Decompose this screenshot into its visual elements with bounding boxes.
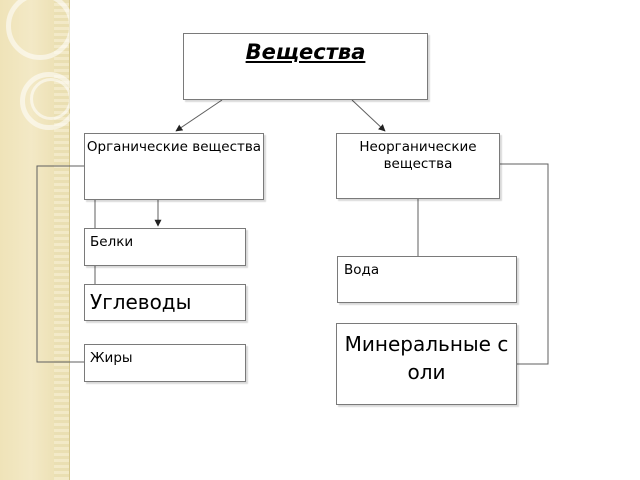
carbohydrates-node: Углеводы bbox=[84, 284, 246, 321]
mineral-salts-node: Минеральные соли bbox=[336, 323, 517, 405]
organic-node: Органические вещества bbox=[84, 133, 264, 200]
decorative-ring bbox=[20, 72, 78, 130]
water-label: Вода bbox=[344, 262, 380, 278]
decorative-ring bbox=[6, 0, 74, 60]
arrow-to-organic bbox=[175, 99, 223, 132]
bracket-inorganic-salts bbox=[500, 163, 549, 365]
fats-label: Жиры bbox=[90, 350, 133, 366]
proteins-label: Белки bbox=[90, 234, 134, 250]
organic-label: Органические вещества bbox=[86, 139, 262, 155]
bracket-outer-organic bbox=[36, 165, 84, 363]
mineral-salts-label: Минеральные соли bbox=[344, 332, 509, 384]
water-node: Вода bbox=[337, 256, 517, 303]
strip-edge bbox=[69, 0, 70, 480]
fats-node: Жиры bbox=[84, 344, 246, 382]
inorganic-node: Неорганические вещества bbox=[336, 133, 500, 199]
carbohydrates-label: Углеводы bbox=[90, 290, 192, 314]
inorganic-label: Неорганические вещества bbox=[359, 139, 477, 172]
arrow-to-inorganic bbox=[351, 99, 386, 132]
decorative-left-strip bbox=[0, 0, 78, 480]
root-node: Вещества bbox=[183, 33, 428, 100]
decorative-ring bbox=[30, 78, 72, 120]
proteins-node: Белки bbox=[84, 228, 246, 266]
root-label: Вещества bbox=[245, 40, 366, 64]
